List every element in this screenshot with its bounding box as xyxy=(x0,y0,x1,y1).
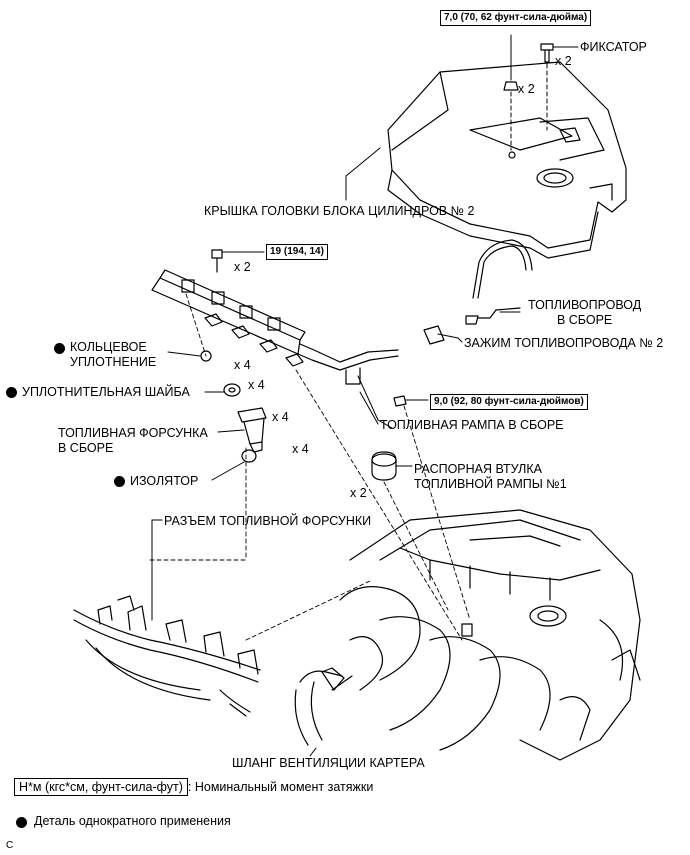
injector-connector-label: РАЗЪЕМ ТОПЛИВНОЙ ФОРСУНКИ xyxy=(164,514,372,528)
pipe-bolt-drawing xyxy=(211,249,265,273)
delivery-pipe-label: ТОПЛИВНАЯ РАМПА В СБОРЕ xyxy=(380,418,564,432)
pipe-clamp-drawing xyxy=(423,325,459,345)
insulator-drawing xyxy=(211,449,257,481)
torque-legend-unit: Н*м (кгс*см, фунт-сила-фут) xyxy=(14,778,188,796)
cylinder-head-cover-drawing xyxy=(387,61,627,259)
clamp-bolt-drawing xyxy=(393,395,429,407)
o-ring-label-line2: УПЛОТНЕНИЕ xyxy=(70,355,157,369)
spacer-drawing xyxy=(371,451,413,481)
non-reusable-legend-text: Деталь однократного применения xyxy=(34,814,231,828)
seal-washer-label: УПЛОТНИТЕЛЬНАЯ ШАЙБА xyxy=(22,385,190,399)
delivery-pipe-drawing xyxy=(151,269,399,429)
seal-washer-drawing xyxy=(204,383,241,397)
cover-nut-torque: 7,0 (70, 62 фунт-сила-дюйма) xyxy=(440,10,592,26)
fuel-pipe-drawing xyxy=(465,239,533,325)
spacer-label: РАСПОРНАЯ ВТУЛКА ТОПЛИВНОЙ РАМПЫ №1 xyxy=(414,462,567,492)
o-ring-drawing xyxy=(167,350,212,362)
seal-washer-quantity: x 4 xyxy=(248,378,265,392)
injector-quantity: x 4 xyxy=(272,410,289,424)
retainer-label: ФИКСАТОР xyxy=(580,40,647,54)
injector-label-line1: ТОПЛИВНАЯ ФОРСУНКА xyxy=(58,426,208,440)
non-reusable-marker-o-ring xyxy=(54,343,65,354)
cover-nut-quantity: x 2 xyxy=(518,82,535,96)
pipe-bolt-torque: 19 (194, 14) xyxy=(266,244,328,260)
o-ring-quantity: x 4 xyxy=(234,358,251,372)
spacer-label-line1: РАСПОРНАЯ ВТУЛКА xyxy=(414,462,542,476)
injector-label-line2: В СБОРЕ xyxy=(58,441,114,455)
injector-drawing xyxy=(217,407,267,453)
non-reusable-marker-insulator xyxy=(114,476,125,487)
torque-legend: Н*м (кгс*см, фунт-сила-фут): Номинальный… xyxy=(14,778,374,796)
torque-legend-description: : Номинальный момент затяжки xyxy=(187,780,374,794)
pipe-clamp-label: ЗАЖИМ ТОПЛИВОПРОВОДА № 2 xyxy=(464,336,664,350)
o-ring-label-line1: КОЛЬЦЕВОЕ xyxy=(70,340,147,354)
spacer-quantity: x 2 xyxy=(350,486,367,500)
non-reusable-legend-marker xyxy=(16,817,27,828)
injector-connector-drawing xyxy=(73,519,261,717)
retainer-drawing xyxy=(540,43,579,131)
cover-label: КРЫШКА ГОЛОВКИ БЛОКА ЦИЛИНДРОВ № 2 xyxy=(204,204,475,218)
fuel-pipe-label: ТОПЛИВОПРОВОД В СБОРЕ xyxy=(528,298,641,328)
o-ring-label: КОЛЬЦЕВОЕ УПЛОТНЕНИЕ xyxy=(70,340,156,370)
corner-mark: C xyxy=(6,840,14,851)
pipe-bolt-quantity: x 2 xyxy=(234,260,251,274)
engine-block-drawing xyxy=(339,509,641,761)
insulator-label: ИЗОЛЯТОР xyxy=(130,474,199,488)
non-reusable-marker-seal-washer xyxy=(6,387,17,398)
cover-nut-drawing xyxy=(503,34,519,151)
spacer-label-line2: ТОПЛИВНОЙ РАМПЫ №1 xyxy=(414,477,567,491)
insulator-quantity: x 4 xyxy=(292,442,309,456)
fuel-pipe-label-line1: ТОПЛИВОПРОВОД xyxy=(528,298,642,312)
ventilation-hose-label: ШЛАНГ ВЕНТИЛЯЦИИ КАРТЕРА xyxy=(232,756,425,770)
ventilation-hose-drawing xyxy=(294,667,353,757)
fuel-pipe-label-line2: В СБОРЕ xyxy=(556,313,613,327)
clamp-bolt-torque: 9,0 (92, 80 фунт-сила-дюймов) xyxy=(430,394,588,410)
retainer-quantity: x 2 xyxy=(555,54,572,68)
injector-label: ТОПЛИВНАЯ ФОРСУНКА В СБОРЕ xyxy=(58,426,208,456)
